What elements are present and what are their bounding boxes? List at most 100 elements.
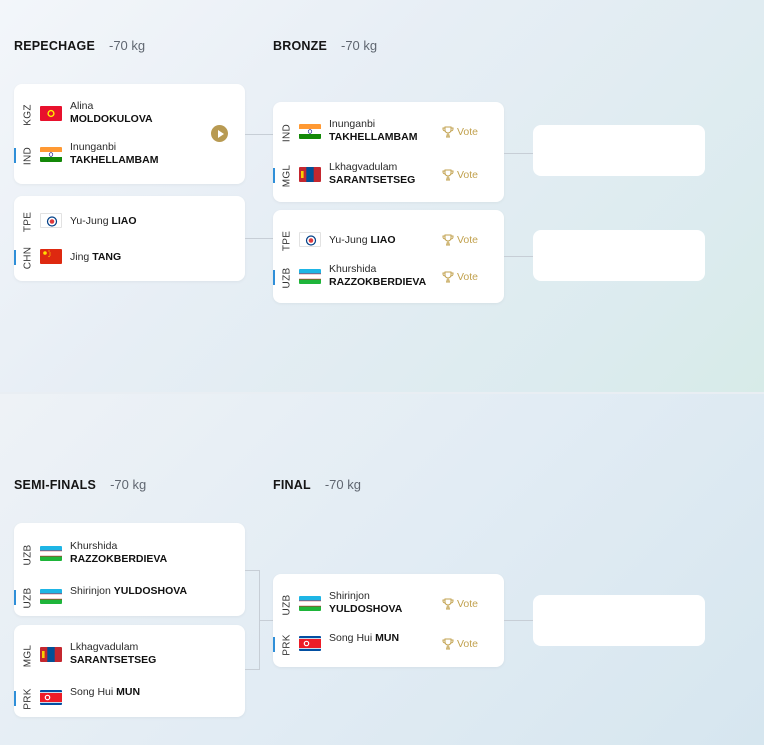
trophy-icon <box>442 271 454 283</box>
vote-button[interactable]: Vote <box>442 169 478 181</box>
athlete-first-name: Yu-Jung <box>70 215 109 227</box>
athlete-last-name: TAKHELLAMBAM <box>329 131 418 143</box>
athlete-last-name: LIAO <box>370 234 396 246</box>
athlete-row[interactable]: KGZ Alina MOLDOKULOVA <box>14 100 245 142</box>
country-code: TPE <box>281 230 293 252</box>
vote-label: Vote <box>456 271 478 283</box>
country-code: PRK <box>281 634 293 656</box>
country-code: UZB <box>22 587 34 609</box>
athlete-row[interactable]: UZB Khurshida RAZZOKBERDIEVA Vote <box>273 263 504 299</box>
repechage-match-card-2[interactable]: TPE Yu-Jung LIAO CHN Jing TANG <box>14 196 245 281</box>
flag-kgz-icon <box>40 106 62 121</box>
athlete-name: Khurshida RAZZOKBERDIEVA <box>70 540 167 566</box>
bracket-connector <box>245 238 273 239</box>
final-match-card[interactable]: UZB Shirinjon YULDOSHOVA Vote PRK Song H… <box>273 574 504 667</box>
athlete-last-name: LIAO <box>111 215 137 227</box>
athlete-row[interactable]: TPE Yu-Jung LIAO Vote <box>273 226 504 262</box>
athlete-first-name: Alina <box>70 100 94 112</box>
bracket-connector <box>245 570 259 571</box>
trophy-icon <box>442 169 454 181</box>
athlete-first-name: Inunganbi <box>329 118 376 130</box>
vote-button[interactable]: Vote <box>442 271 478 283</box>
semifinal-match-card-2[interactable]: MGL Lkhagvadulam SARANTSETSEG PRK Song H… <box>14 625 245 717</box>
repechage-weight: -70 kg <box>108 38 146 53</box>
bracket-connector <box>245 669 259 670</box>
athlete-first-name: Lkhagvadulam <box>329 161 398 173</box>
vote-button[interactable]: Vote <box>442 598 478 610</box>
athlete-row[interactable]: PRK Song Hui MUN Vote <box>273 630 504 666</box>
vote-button[interactable]: Vote <box>442 638 478 650</box>
semifinals-header: SEMI-FINALS -70 kg <box>14 477 146 492</box>
athlete-last-name: SARANTSETSEG <box>70 654 157 666</box>
athlete-name: Lkhagvadulam SARANTSETSEG <box>329 161 415 187</box>
trophy-icon <box>442 638 454 650</box>
vote-label: Vote <box>456 234 478 246</box>
country-code: IND <box>281 123 293 143</box>
athlete-last-name: SARANTSETSEG <box>329 174 416 186</box>
repechage-title: REPECHAGE <box>14 39 95 53</box>
athlete-name: Shirinjon YULDOSHOVA <box>329 590 402 616</box>
athlete-name: Jing TANG <box>70 251 121 264</box>
flag-prk-icon <box>299 636 321 651</box>
athlete-first-name: Song Hui <box>329 632 373 644</box>
vote-button[interactable]: Vote <box>442 234 478 246</box>
play-icon[interactable] <box>211 125 228 142</box>
vote-label: Vote <box>456 638 478 650</box>
final-title: FINAL <box>273 478 311 492</box>
bronze-result-slot-2 <box>533 230 705 281</box>
athlete-name: Lkhagvadulam SARANTSETSEG <box>70 641 156 667</box>
athlete-row[interactable]: IND Inunganbi TAKHELLAMBAM Vote <box>273 118 504 154</box>
country-code: IND <box>22 146 34 166</box>
country-code: PRK <box>22 688 34 710</box>
bronze-title: BRONZE <box>273 39 327 53</box>
athlete-last-name: TAKHELLAMBAM <box>70 154 159 166</box>
vote-button[interactable]: Vote <box>442 126 478 138</box>
bracket-connector <box>504 256 533 257</box>
athlete-row[interactable]: TPE Yu-Jung LIAO <box>14 207 245 243</box>
bronze-weight: -70 kg <box>340 38 378 53</box>
athlete-row[interactable]: CHN Jing TANG <box>14 243 245 279</box>
bronze-result-slot-1 <box>533 125 705 176</box>
bracket-connector <box>504 620 533 621</box>
vote-label: Vote <box>456 598 478 610</box>
flag-prk-icon <box>40 690 62 705</box>
athlete-row[interactable]: IND Inunganbi TAKHELLAMBAM <box>14 141 245 177</box>
trophy-icon <box>442 598 454 610</box>
trophy-icon <box>442 234 454 246</box>
athlete-row[interactable]: UZB Khurshida RAZZOKBERDIEVA <box>14 540 245 576</box>
flag-ind-icon <box>299 124 321 139</box>
athlete-name: Song Hui MUN <box>329 632 399 645</box>
semifinal-match-card-1[interactable]: UZB Khurshida RAZZOKBERDIEVA UZB Shirinj… <box>14 523 245 616</box>
bronze-header: BRONZE -70 kg <box>273 38 377 53</box>
athlete-row[interactable]: UZB Shirinjon YULDOSHOVA Vote <box>273 590 504 626</box>
flag-uzb-icon <box>299 269 321 284</box>
athlete-last-name: RAZZOKBERDIEVA <box>329 276 427 288</box>
athlete-row[interactable]: UZB Shirinjon YULDOSHOVA <box>14 583 245 619</box>
country-code: UZB <box>281 594 293 616</box>
athlete-first-name: Khurshida <box>329 263 377 275</box>
athlete-last-name: TANG <box>92 251 122 263</box>
athlete-name: Alina MOLDOKULOVA <box>70 100 153 126</box>
repechage-match-card-1[interactable]: KGZ Alina MOLDOKULOVA IND Inunganbi TAKH… <box>14 84 245 184</box>
flag-uzb-icon <box>40 589 62 604</box>
athlete-row[interactable]: PRK Song Hui MUN <box>14 684 245 720</box>
flag-chn-icon <box>40 249 62 264</box>
country-code: KGZ <box>22 104 34 126</box>
athlete-row[interactable]: MGL Lkhagvadulam SARANTSETSEG <box>14 641 245 677</box>
athlete-last-name: YULDOSHOVA <box>329 603 403 615</box>
athlete-name: Yu-Jung LIAO <box>70 215 137 228</box>
bronze-match-card-2[interactable]: TPE Yu-Jung LIAO Vote UZB Khurshida RAZZ… <box>273 210 504 303</box>
final-result-slot <box>533 595 705 646</box>
country-code: CHN <box>22 246 34 270</box>
country-code: MGL <box>22 644 34 668</box>
semifinals-title: SEMI-FINALS <box>14 478 97 492</box>
athlete-first-name: Shirinjon <box>70 585 111 597</box>
athlete-last-name: YULDOSHOVA <box>113 585 188 597</box>
bronze-match-card-1[interactable]: IND Inunganbi TAKHELLAMBAM Vote MGL Lkha… <box>273 102 504 202</box>
vote-label: Vote <box>456 169 478 181</box>
flag-tpe-icon <box>40 213 62 228</box>
athlete-last-name: RAZZOKBERDIEVA <box>70 553 168 565</box>
athlete-row[interactable]: MGL Lkhagvadulam SARANTSETSEG Vote <box>273 161 504 197</box>
athlete-first-name: Jing <box>70 251 90 263</box>
flag-mgl-icon <box>299 167 321 182</box>
